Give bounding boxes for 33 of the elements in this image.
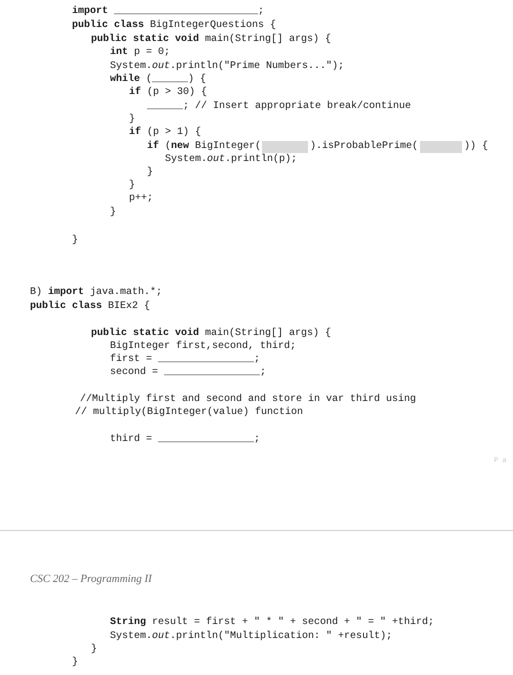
code-line: int p = 0; (110, 46, 170, 59)
code-line: public static void main(String[] args) { (91, 33, 332, 46)
code-line: second = ________________; (110, 366, 266, 379)
code-line: } (147, 166, 154, 179)
code-line: B) import java.math.*; (30, 286, 162, 299)
code-line: )) { (464, 140, 488, 153)
code-line: // multiply(BigInteger(value) function (75, 406, 304, 419)
code-line: public class BIEx2 { (30, 300, 150, 313)
code-line: } (110, 206, 116, 219)
code-line: } (91, 643, 98, 656)
code-line: import ________________________; (72, 5, 264, 18)
code-line: BigInteger first,second, third; (110, 340, 296, 353)
code-line: } (129, 113, 136, 126)
code-line: if (new BigInteger( (147, 140, 262, 153)
code-line: ______; // Insert appropriate break/continue (147, 100, 412, 113)
code-line: third = ________________; (110, 433, 260, 446)
code-line: } (72, 234, 78, 247)
code-line: while (______) { (110, 73, 206, 86)
code-line: public class BigIntegerQuestions { (72, 19, 276, 32)
code-line: } (72, 656, 78, 669)
code-line: } (129, 179, 136, 192)
code-line: System.out.println("Multiplication: " +result); (110, 630, 392, 643)
code-line: if (p > 30) { (129, 86, 208, 99)
footer-text: CSC 202 – Programming II (30, 573, 152, 586)
code-line: String result = first + " * " + second + " = " +third; (110, 616, 434, 629)
code-line: //Multiply first and second and store in var third using (80, 393, 416, 406)
code-line: public static void main(String[] args) { (91, 327, 332, 340)
code-line: if (p > 1) { (129, 126, 202, 139)
code-line: System.out.println(p); (165, 153, 298, 166)
code-line: p++; (129, 192, 154, 205)
code-line: ).isProbablePrime( (310, 140, 418, 153)
code-line: System.out.println("Prime Numbers..."); (110, 60, 344, 73)
code-line: first = ________________; (110, 353, 260, 366)
